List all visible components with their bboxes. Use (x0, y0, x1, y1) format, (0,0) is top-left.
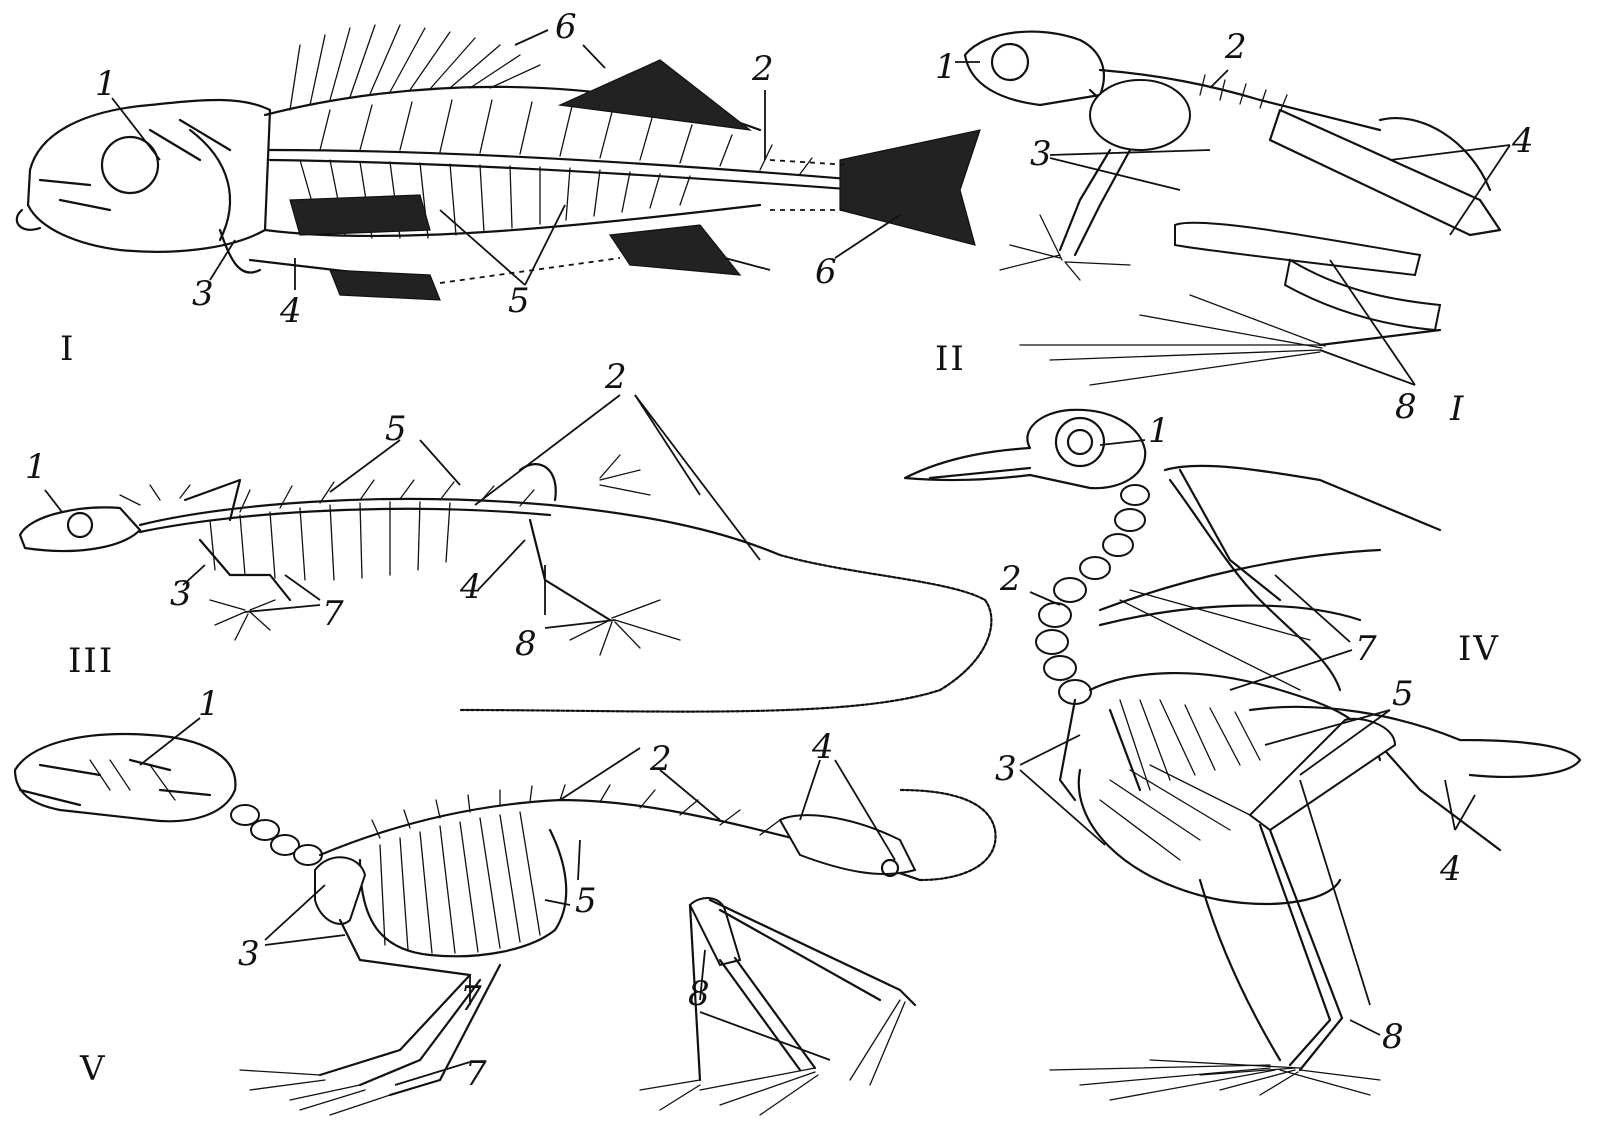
fish-label-6-bottom: 6 (815, 252, 837, 292)
mammal-label-8: 8 (688, 974, 710, 1014)
fish-label-6-top: 6 (555, 7, 577, 47)
frog-label-1: 1 (935, 47, 957, 87)
mammal-labels: 1 2 3 4 5 7 7 8 V (79, 684, 834, 1094)
bird-label-3: 3 (995, 749, 1017, 789)
lizard-label-3: 3 (170, 574, 192, 614)
mammal-label-1: 1 (198, 684, 220, 724)
lizard-label-4: 4 (459, 567, 482, 607)
fish-label-1: 1 (95, 64, 117, 104)
mammal-label-7-upper: 7 (460, 979, 482, 1019)
frog-label-2: 2 (1224, 27, 1247, 67)
lizard-panel-number: III (68, 641, 114, 681)
bird-label-5: 5 (1392, 674, 1414, 714)
bird-label-8: 8 (1382, 1017, 1404, 1057)
bird-label-7: 7 (1355, 629, 1377, 669)
lizard-label-2: 2 (604, 357, 627, 397)
mammal-label-3: 3 (238, 934, 260, 974)
lizard-label-1: 1 (25, 447, 47, 487)
frog-label-3: 3 (1030, 134, 1052, 174)
fish-labels: 1 2 3 4 5 6 6 I (60, 7, 837, 369)
frog-panel-number: II (935, 339, 966, 379)
lizard-labels: 1 2 3 4 5 7 8 III (25, 357, 627, 681)
lizard-label-8: 8 (515, 624, 537, 664)
mammal-label-5: 5 (575, 881, 597, 921)
bird-label-4: 4 (1439, 849, 1462, 889)
bird-labels: 1 2 3 4 5 7 8 IV (995, 411, 1500, 1057)
frog-skeleton (955, 32, 1510, 385)
lizard-label-5: 5 (385, 409, 407, 449)
mammal-label-4: 4 (811, 727, 834, 767)
bird-label-2: 2 (999, 559, 1022, 599)
fish-panel-number: I (60, 329, 75, 369)
fish-label-5: 5 (508, 281, 530, 321)
frog-label-i: I (1449, 389, 1464, 429)
lizard-label-7: 7 (322, 594, 344, 634)
bird-panel-number: IV (1458, 629, 1500, 669)
mammal-panel-number: V (79, 1049, 107, 1089)
mammal-skeleton (15, 718, 996, 1115)
lizard-skeleton (20, 395, 991, 712)
frog-label-8: 8 (1395, 387, 1417, 427)
bird-label-1: 1 (1148, 411, 1170, 451)
fish-label-2: 2 (751, 49, 774, 89)
mammal-label-2: 2 (649, 739, 672, 779)
mammal-label-7-lower: 7 (465, 1054, 487, 1094)
fish-label-4: 4 (279, 291, 302, 331)
fish-label-3: 3 (192, 274, 214, 314)
frog-label-4: 4 (1511, 121, 1534, 161)
